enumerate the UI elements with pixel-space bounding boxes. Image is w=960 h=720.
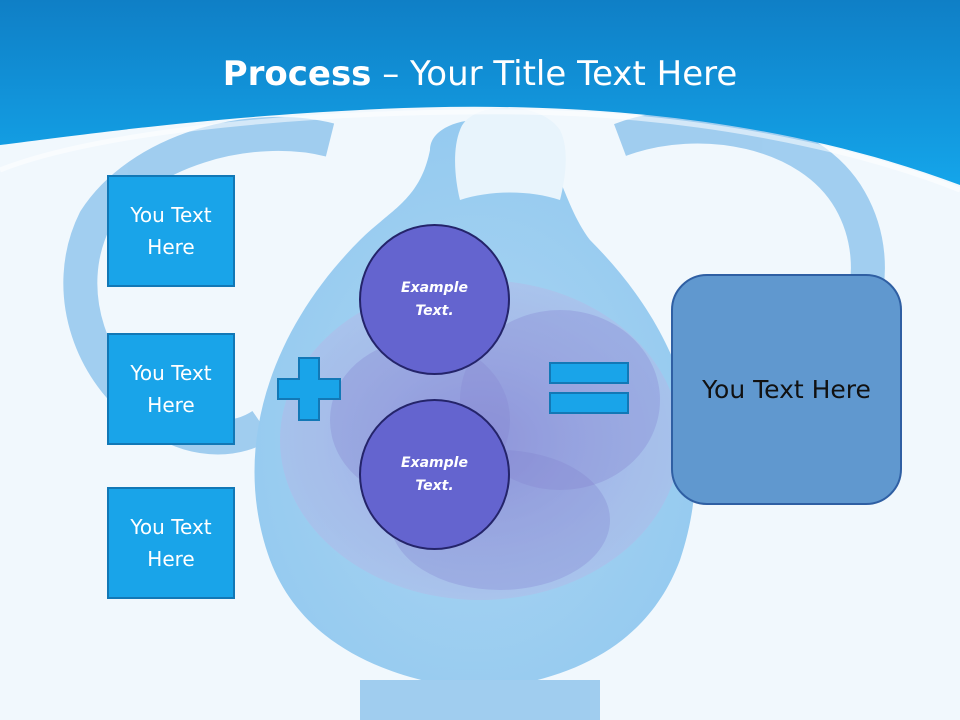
header-wave [0, 109, 960, 193]
text-box-2[interactable]: You Text Here [107, 333, 235, 445]
result-box[interactable]: You Text Here [671, 274, 902, 505]
title-rest: – Your Title Text Here [371, 54, 738, 94]
text-box-label: You Text Here [130, 515, 212, 571]
text-box-label: You Text Here [130, 361, 212, 417]
circle-label: Example Text. [401, 279, 468, 319]
result-label: You Text Here [702, 375, 871, 404]
slide-title: Process – Your Title Text Here [0, 52, 960, 96]
circle-label: Example Text. [401, 454, 468, 494]
text-box-1[interactable]: You Text Here [107, 175, 235, 287]
title-bold: Process [222, 54, 372, 94]
text-box-label: You Text Here [130, 203, 212, 259]
example-circle-1[interactable]: Example Text. [359, 224, 510, 375]
header-band [0, 0, 960, 185]
example-circle-2[interactable]: Example Text. [359, 399, 510, 550]
plus-icon [277, 357, 341, 421]
equals-icon [549, 362, 629, 414]
text-box-3[interactable]: You Text Here [107, 487, 235, 599]
